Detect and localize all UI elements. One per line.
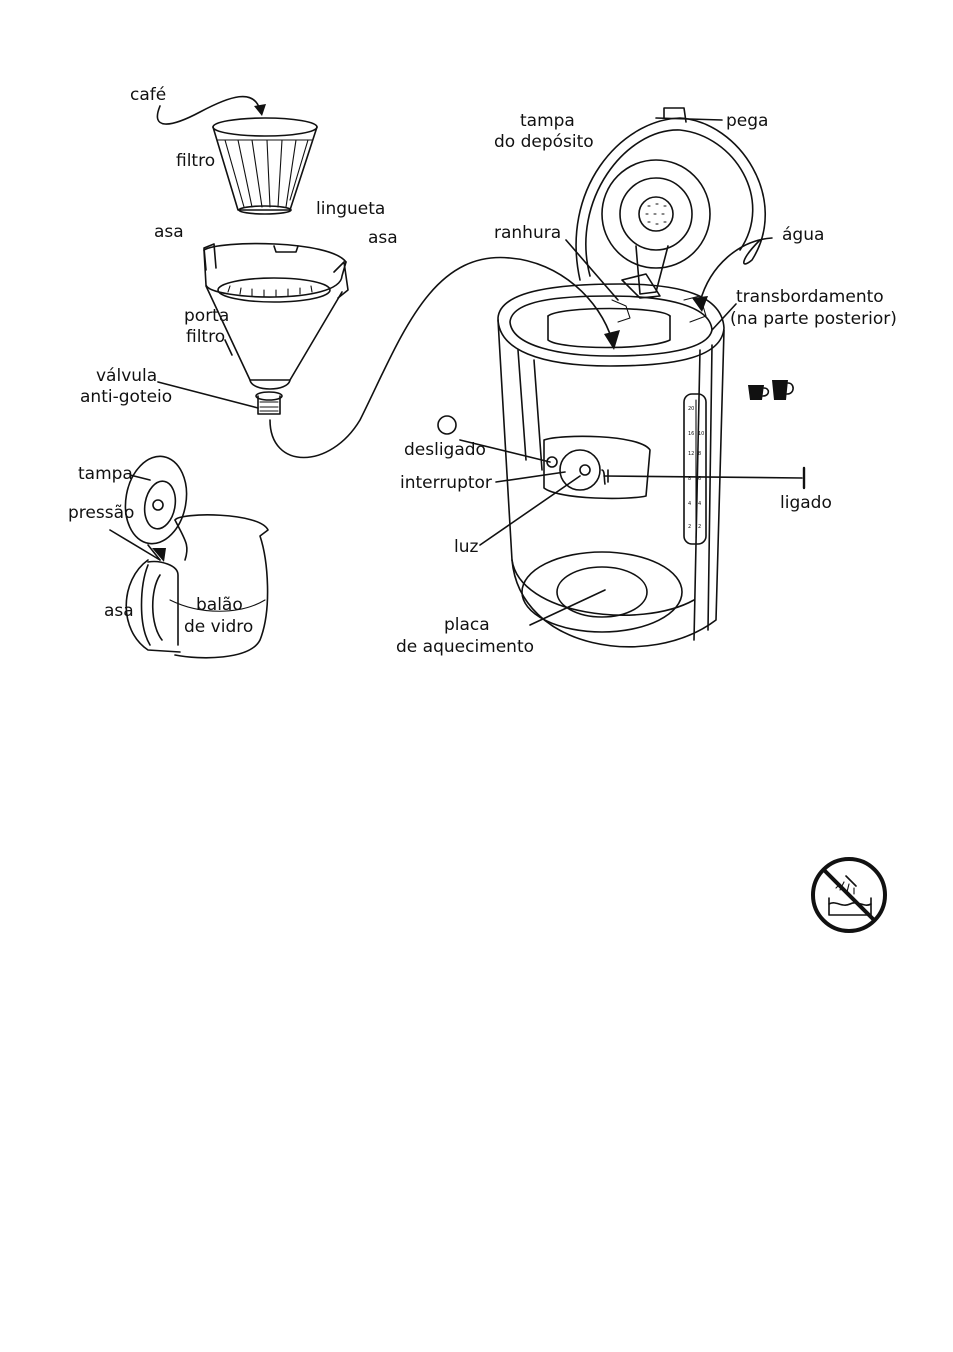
gauge-tick: 2 [698,524,701,530]
off-symbol [438,416,456,434]
label-luz: luz [454,537,478,557]
label-valvula: válvula [96,366,157,386]
label-filtro-holder: filtro [186,327,225,347]
label-lingueta: lingueta [316,199,385,219]
label-de-aquecimento: de aquecimento [396,637,534,657]
label-de-vidro: de vidro [184,617,253,637]
label-ranhura: ranhura [494,223,561,243]
label-do-deposito: do depósito [494,132,594,152]
large-cup-icon [772,380,793,400]
label-transbordamento: transbordamento [736,287,884,307]
label-asa-right: asa [368,228,398,248]
gauge-tick: 4 [698,501,701,507]
label-na-parte-posterior: (na parte posterior) [730,309,897,329]
gauge-tick: 16 [688,431,694,437]
gauge-tick: 2 [688,524,691,530]
gauge-tick: 20 [688,406,694,412]
label-cafe: café [130,85,166,105]
label-tampa: tampa [78,464,133,484]
label-interruptor: interruptor [400,473,492,493]
filter-holder [204,244,348,414]
label-pega: pega [726,111,768,131]
label-placa: placa [444,615,490,635]
gauge-tick: 10 [698,431,704,437]
gauge-tick: 12 [688,451,694,457]
no-immersion-icon [813,859,885,931]
coffee-maker-body [498,108,765,647]
label-anti-goteio: anti-goteio [80,387,172,407]
label-asa-jug: asa [104,601,134,621]
small-cup-icon [748,385,768,400]
label-pressao: pressão [68,503,134,523]
label-porta: porta [184,306,229,326]
labels: café filtro lingueta asa asa porta filtr… [68,85,897,657]
label-tampa-deposito: tampa [520,111,575,131]
label-asa-left: asa [154,222,184,242]
label-ligado: ligado [780,493,832,513]
label-balao: balão [196,595,243,615]
gauge-tick: 4 [688,501,691,507]
gauge-tick: 8 [698,451,701,457]
label-desligado: desligado [404,440,486,460]
label-agua: água [782,225,824,245]
label-filtro: filtro [176,151,215,171]
